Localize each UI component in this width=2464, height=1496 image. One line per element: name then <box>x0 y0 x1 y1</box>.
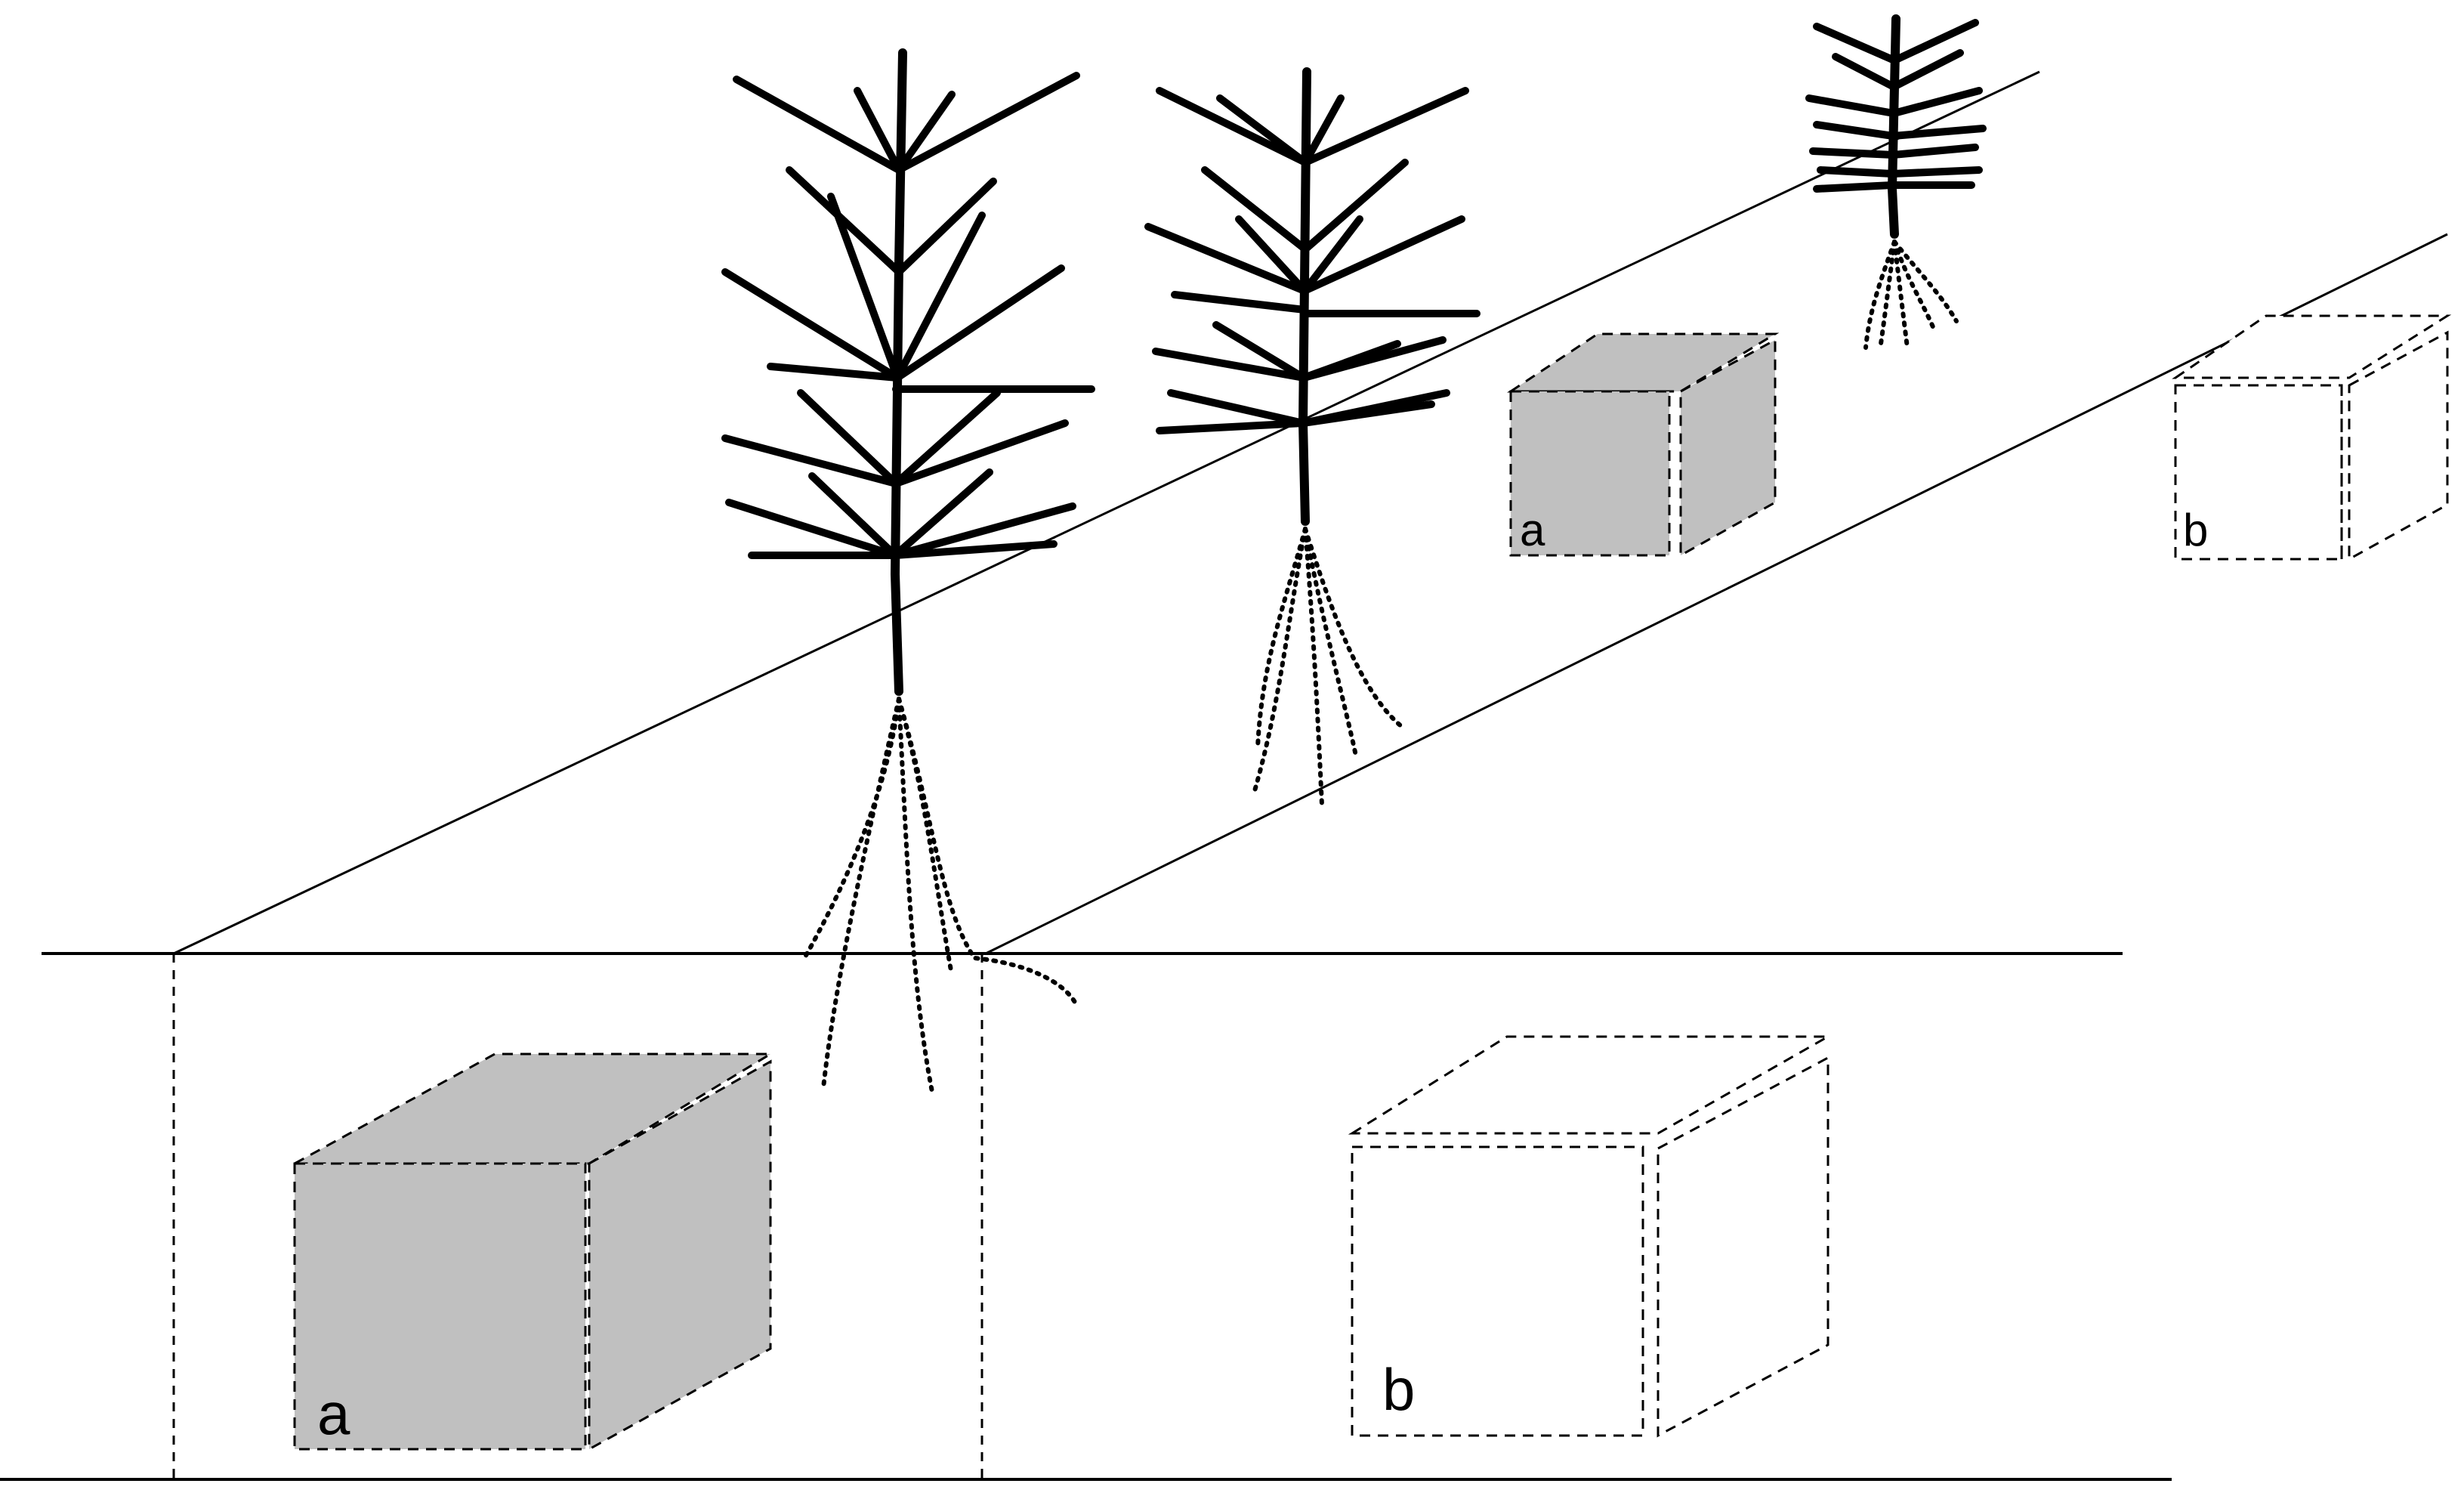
tree-small <box>1805 14 1987 350</box>
box-a-large-side <box>588 1059 772 1451</box>
lower-slope-line <box>985 233 2448 955</box>
tree-large-branches <box>721 72 1095 559</box>
box-b-large-label: b <box>1382 1356 1415 1423</box>
box-b-large-top <box>1348 1035 1833 1135</box>
box-b-small-side <box>2348 330 2449 561</box>
box-b-small: b <box>2172 314 2452 561</box>
tree-large-roots <box>802 697 1079 1098</box>
tree-large-trunk <box>890 48 907 696</box>
box-a-small-side <box>1679 338 1777 558</box>
box-b-small-front <box>2174 384 2343 561</box>
box-b-large-front <box>1351 1145 1644 1437</box>
tree-medium-branches <box>1144 87 1481 434</box>
tree-medium-roots <box>1252 527 1407 807</box>
box-b-large: b <box>1348 1035 1833 1438</box>
tree-small-branches <box>1805 19 1987 193</box>
box-a-small: a <box>1507 332 1780 558</box>
tree-small-roots <box>1863 240 1959 350</box>
tree-large <box>721 48 1095 1098</box>
box-b-small-label: b <box>2183 505 2208 555</box>
box-b-large-side <box>1657 1056 1829 1438</box>
box-a-large-front <box>293 1162 587 1451</box>
upper-slope-line <box>173 70 2040 955</box>
box-a-small-front <box>1509 390 1671 557</box>
box-a-large-top <box>294 1052 775 1165</box>
tree-medium-trunk <box>1298 67 1311 526</box>
tree-small-trunk <box>1887 14 1900 239</box>
box-a-small-label: a <box>1520 505 1545 555</box>
box-b-small-top <box>2172 314 2452 379</box>
box-a-large: a <box>293 1052 775 1451</box>
box-a-large-label: a <box>317 1380 350 1447</box>
tree-medium <box>1144 67 1481 807</box>
box-a-small-top <box>1507 332 1780 393</box>
